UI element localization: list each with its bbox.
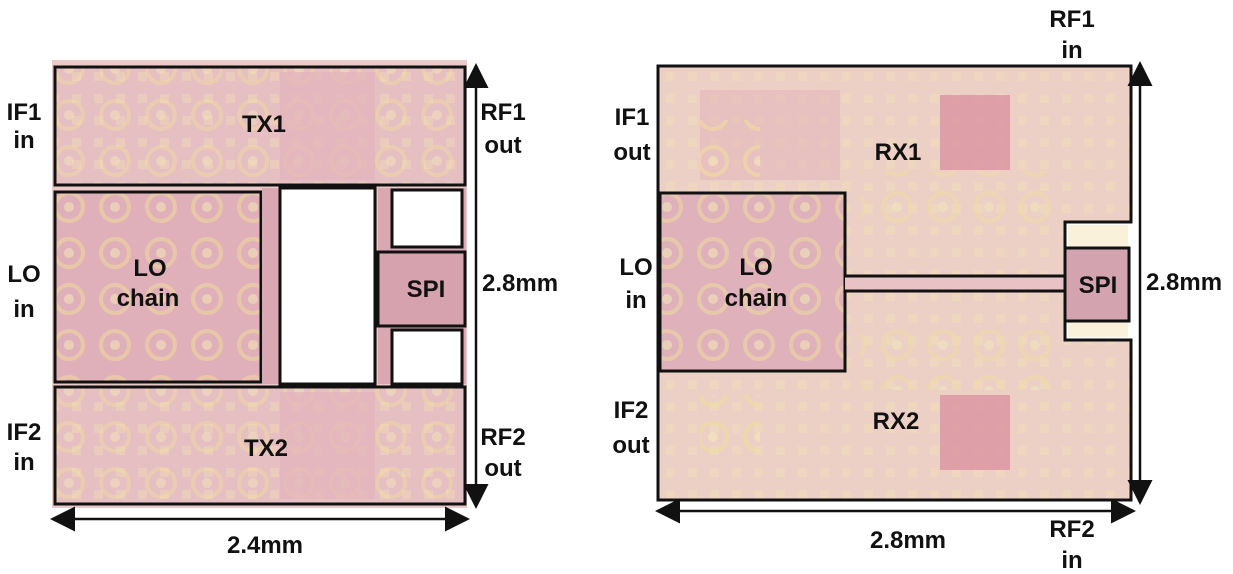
tx1-label: TX1 — [242, 111, 286, 138]
tx-if1-port-1: IF1 — [7, 99, 42, 126]
rx-spi-label: SPI — [1079, 272, 1118, 299]
tx-lo-label-1: LO — [133, 255, 166, 282]
rx2-label: RX2 — [873, 408, 920, 435]
tx-empty-area-top — [390, 188, 464, 249]
rx-rf2-port-1: RF2 — [1049, 516, 1094, 543]
rx-lo-spi-bus — [845, 274, 1065, 293]
rx-rf1-port-1: RF1 — [1049, 6, 1094, 33]
rx-lo-port-2: in — [625, 287, 646, 314]
rx-rf2-port-2: in — [1061, 547, 1082, 574]
tx-spi-label: SPI — [407, 276, 446, 303]
tx-if1-port-2: in — [13, 127, 34, 154]
tx-empty-area-bottom — [390, 328, 464, 386]
rx-chip: LO chain SPI RX1 RX2 IF1 out LO in IF2 o… — [612, 6, 1222, 574]
tx2-label: TX2 — [244, 435, 288, 462]
rx-if2-port-2: out — [612, 432, 649, 459]
rx-lo-port-1: LO — [619, 254, 652, 281]
rx-if2-port-1: IF2 — [614, 397, 649, 424]
rx2-pad-area — [940, 395, 1010, 470]
tx-rf1-port-2: out — [484, 132, 521, 159]
tx-height-label: 2.8mm — [482, 270, 558, 297]
tx-rf1-port-1: RF1 — [480, 99, 525, 126]
rx-lo-label-2: chain — [725, 285, 788, 312]
tx-lo-label-2: chain — [117, 285, 180, 312]
rx-spi-block: SPI — [1063, 246, 1131, 323]
rx-if1-port-1: IF1 — [615, 104, 650, 131]
rx-rf1-port-2: in — [1061, 37, 1082, 64]
tx-empty-area — [278, 186, 377, 386]
tx-lo-port-1: LO — [7, 261, 40, 288]
tx-width-label: 2.4mm — [227, 532, 303, 559]
rx1-label: RX1 — [875, 139, 922, 166]
rx-width-label: 2.8mm — [870, 527, 946, 554]
rx-height-label: 2.8mm — [1146, 269, 1222, 296]
tx-spi-block: SPI — [376, 250, 467, 328]
rx1-pad-area — [940, 95, 1010, 170]
tx-if2-port-2: in — [13, 449, 34, 476]
tx1-block: TX1 — [53, 65, 467, 187]
rx-if1-port-2: out — [613, 139, 650, 166]
rx-lo-label-1: LO — [739, 254, 772, 281]
tx-chip: TX1 LO chain SPI TX2 IF1 in — [7, 60, 558, 559]
tx-rf2-port-1: RF2 — [480, 424, 525, 451]
tx-if2-port-1: IF2 — [7, 419, 42, 446]
tx-lo-port-2: in — [13, 296, 34, 323]
tx2-block: TX2 — [53, 385, 467, 506]
tx-rf2-port-2: out — [484, 455, 521, 482]
tx-lo-chain-block: LO chain — [53, 190, 263, 384]
rx-lo-chain-block: LO chain — [658, 191, 847, 373]
